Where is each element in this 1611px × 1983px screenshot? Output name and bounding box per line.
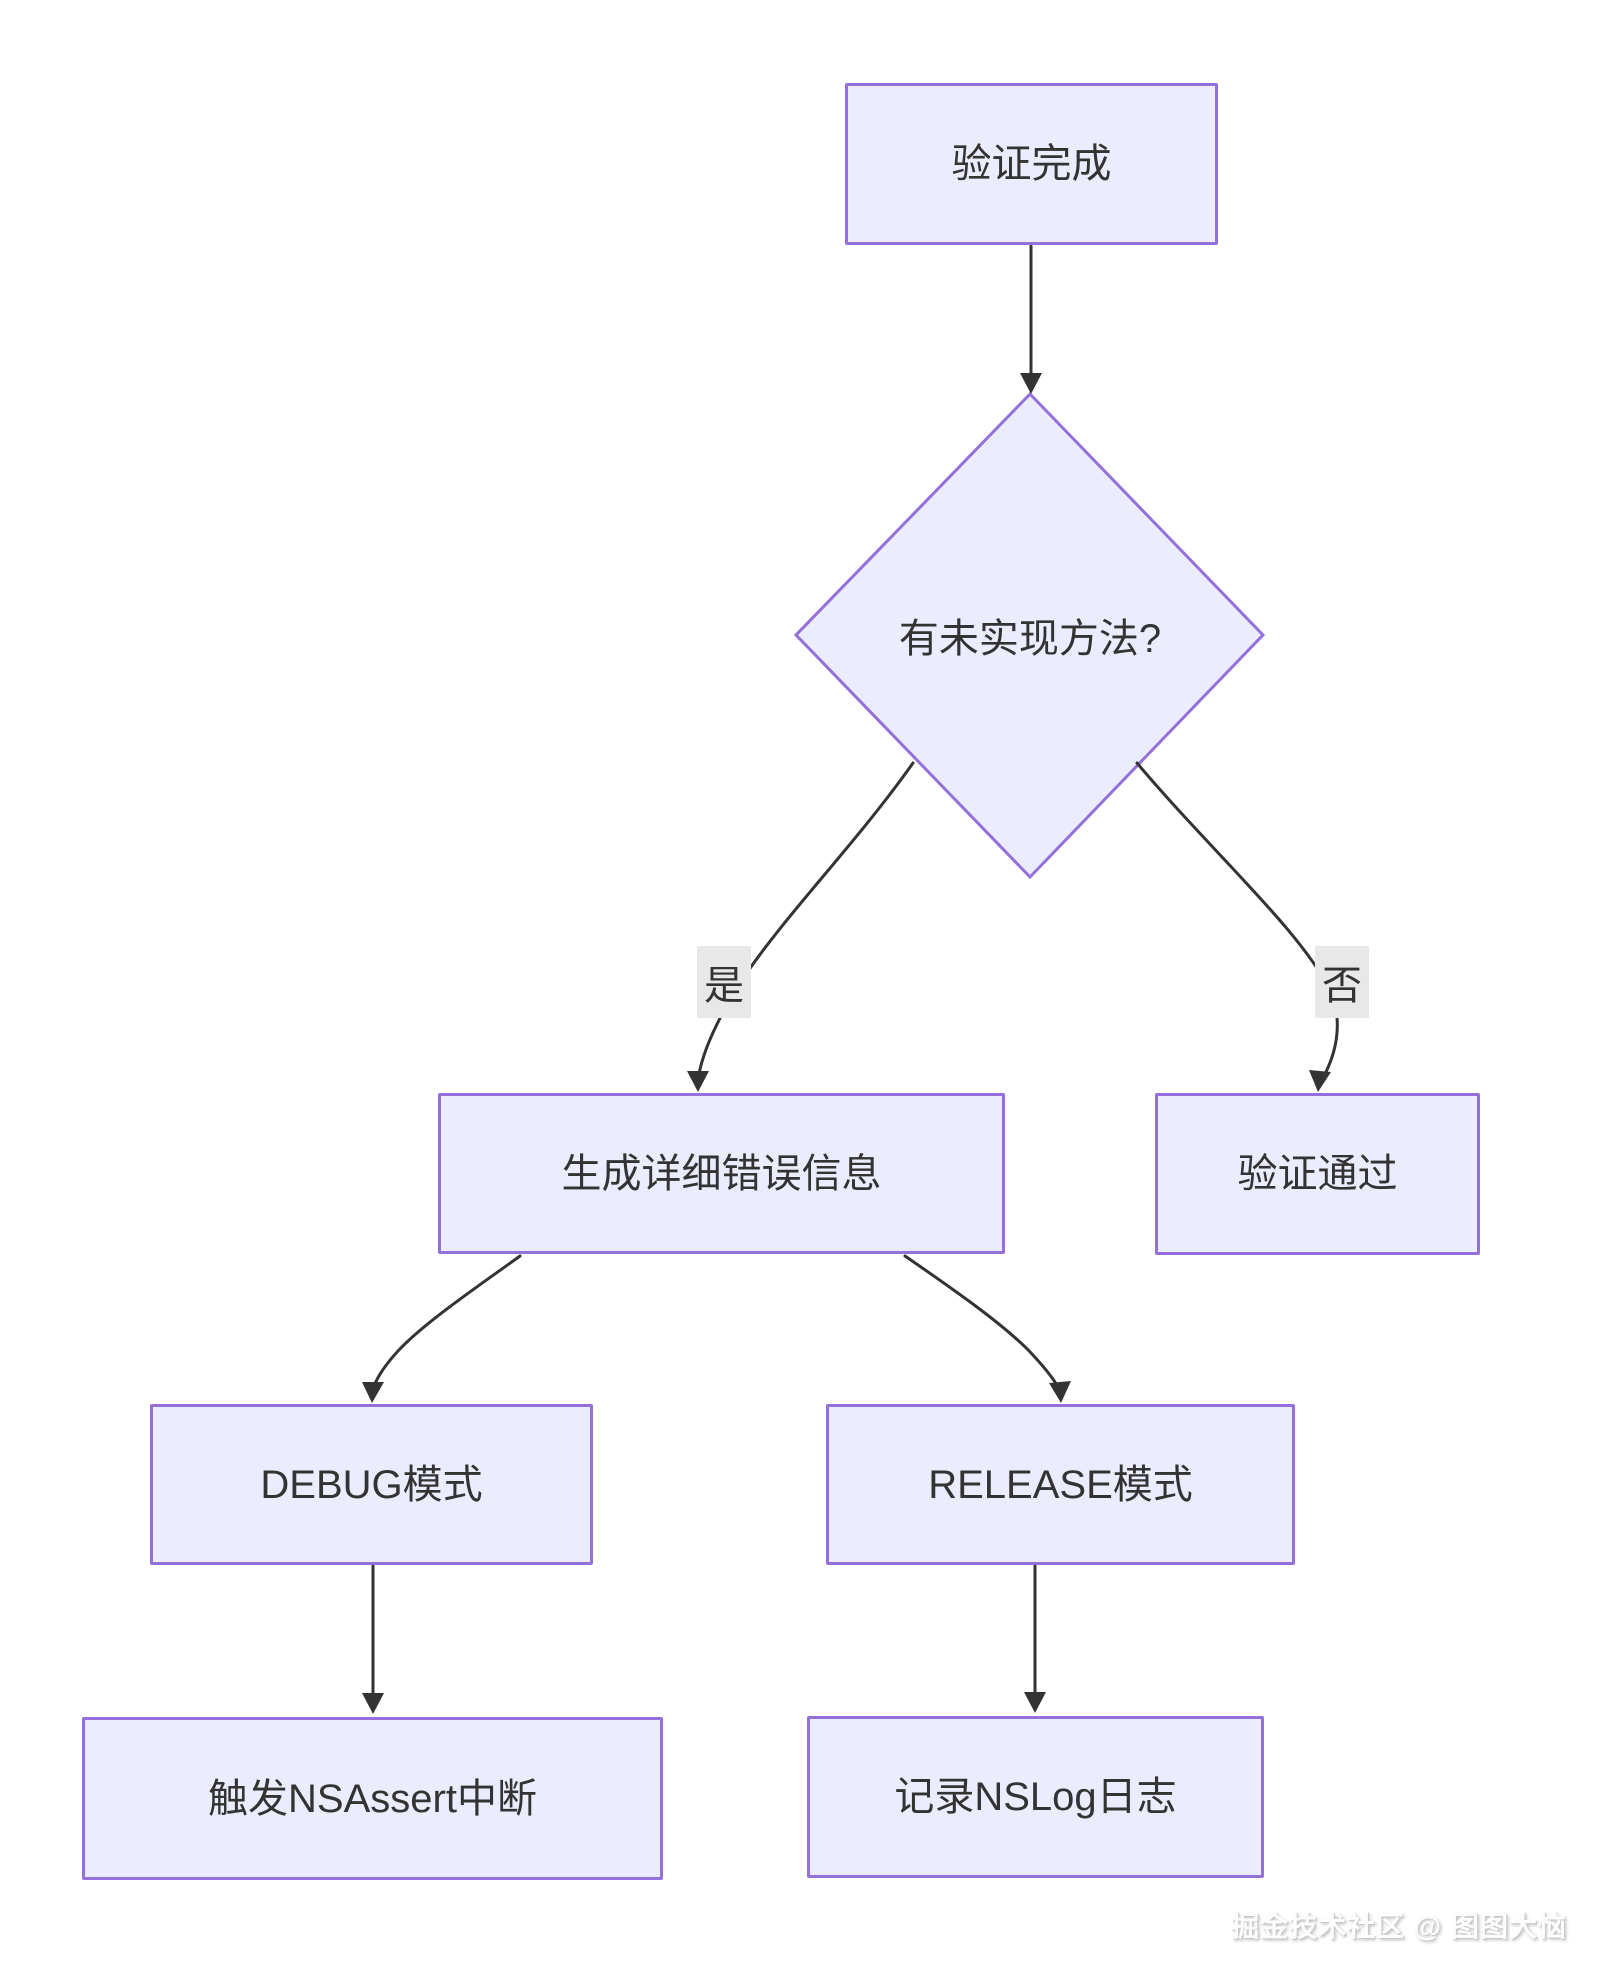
node-nsassert: 触发NSAssert中断	[82, 1717, 663, 1880]
edge-decision-to-generate-error	[697, 761, 915, 1076]
edge-label-no-text: 否	[1322, 964, 1362, 1008]
edge-label-yes: 是	[697, 946, 751, 1018]
node-generate-error: 生成详细错误信息	[438, 1093, 1005, 1254]
arrowhead-decision-to-generate-error	[687, 1071, 709, 1092]
node-release-mode: RELEASE模式	[826, 1404, 1295, 1565]
node-decision-label-wrap: 有未实现方法?	[830, 600, 1230, 670]
node-nslog: 记录NSLog日志	[807, 1716, 1264, 1878]
node-nsassert-label: 触发NSAssert中断	[208, 1776, 537, 1821]
arrowhead-release-to-nslog	[1024, 1692, 1046, 1713]
node-validate-pass: 验证通过	[1155, 1093, 1480, 1255]
decision-diamond-shape	[793, 391, 1266, 880]
watermark: 掘金技术社区 @ 图图大恼	[1231, 1911, 1567, 1942]
node-generate-error-label: 生成详细错误信息	[561, 1151, 882, 1196]
node-start: 验证完成	[845, 83, 1218, 245]
arrowhead-generate-error-to-debug	[362, 1382, 384, 1403]
edge-generate-error-to-release	[903, 1254, 1060, 1389]
arrowhead-generate-error-to-release	[1049, 1381, 1071, 1403]
node-release-mode-label: RELEASE模式	[928, 1462, 1193, 1507]
edge-generate-error-to-debug	[372, 1254, 522, 1388]
edge-label-yes-text: 是	[704, 964, 744, 1008]
arrowhead-decision-to-validate-pass	[1309, 1070, 1331, 1092]
arrowhead-debug-to-nsassert	[362, 1693, 384, 1714]
edge-label-no: 否	[1315, 946, 1369, 1018]
node-start-label: 验证完成	[951, 142, 1112, 186]
node-nslog-label: 记录NSLog日志	[894, 1775, 1177, 1819]
node-debug-mode-label: DEBUG模式	[260, 1462, 483, 1507]
node-debug-mode: DEBUG模式	[150, 1404, 593, 1565]
edge-decision-to-validate-pass	[1135, 761, 1339, 1076]
node-validate-pass-label: 验证通过	[1237, 1152, 1398, 1196]
node-decision-label: 有未实现方法?	[898, 617, 1162, 661]
arrowhead-start-to-decision	[1020, 373, 1042, 394]
